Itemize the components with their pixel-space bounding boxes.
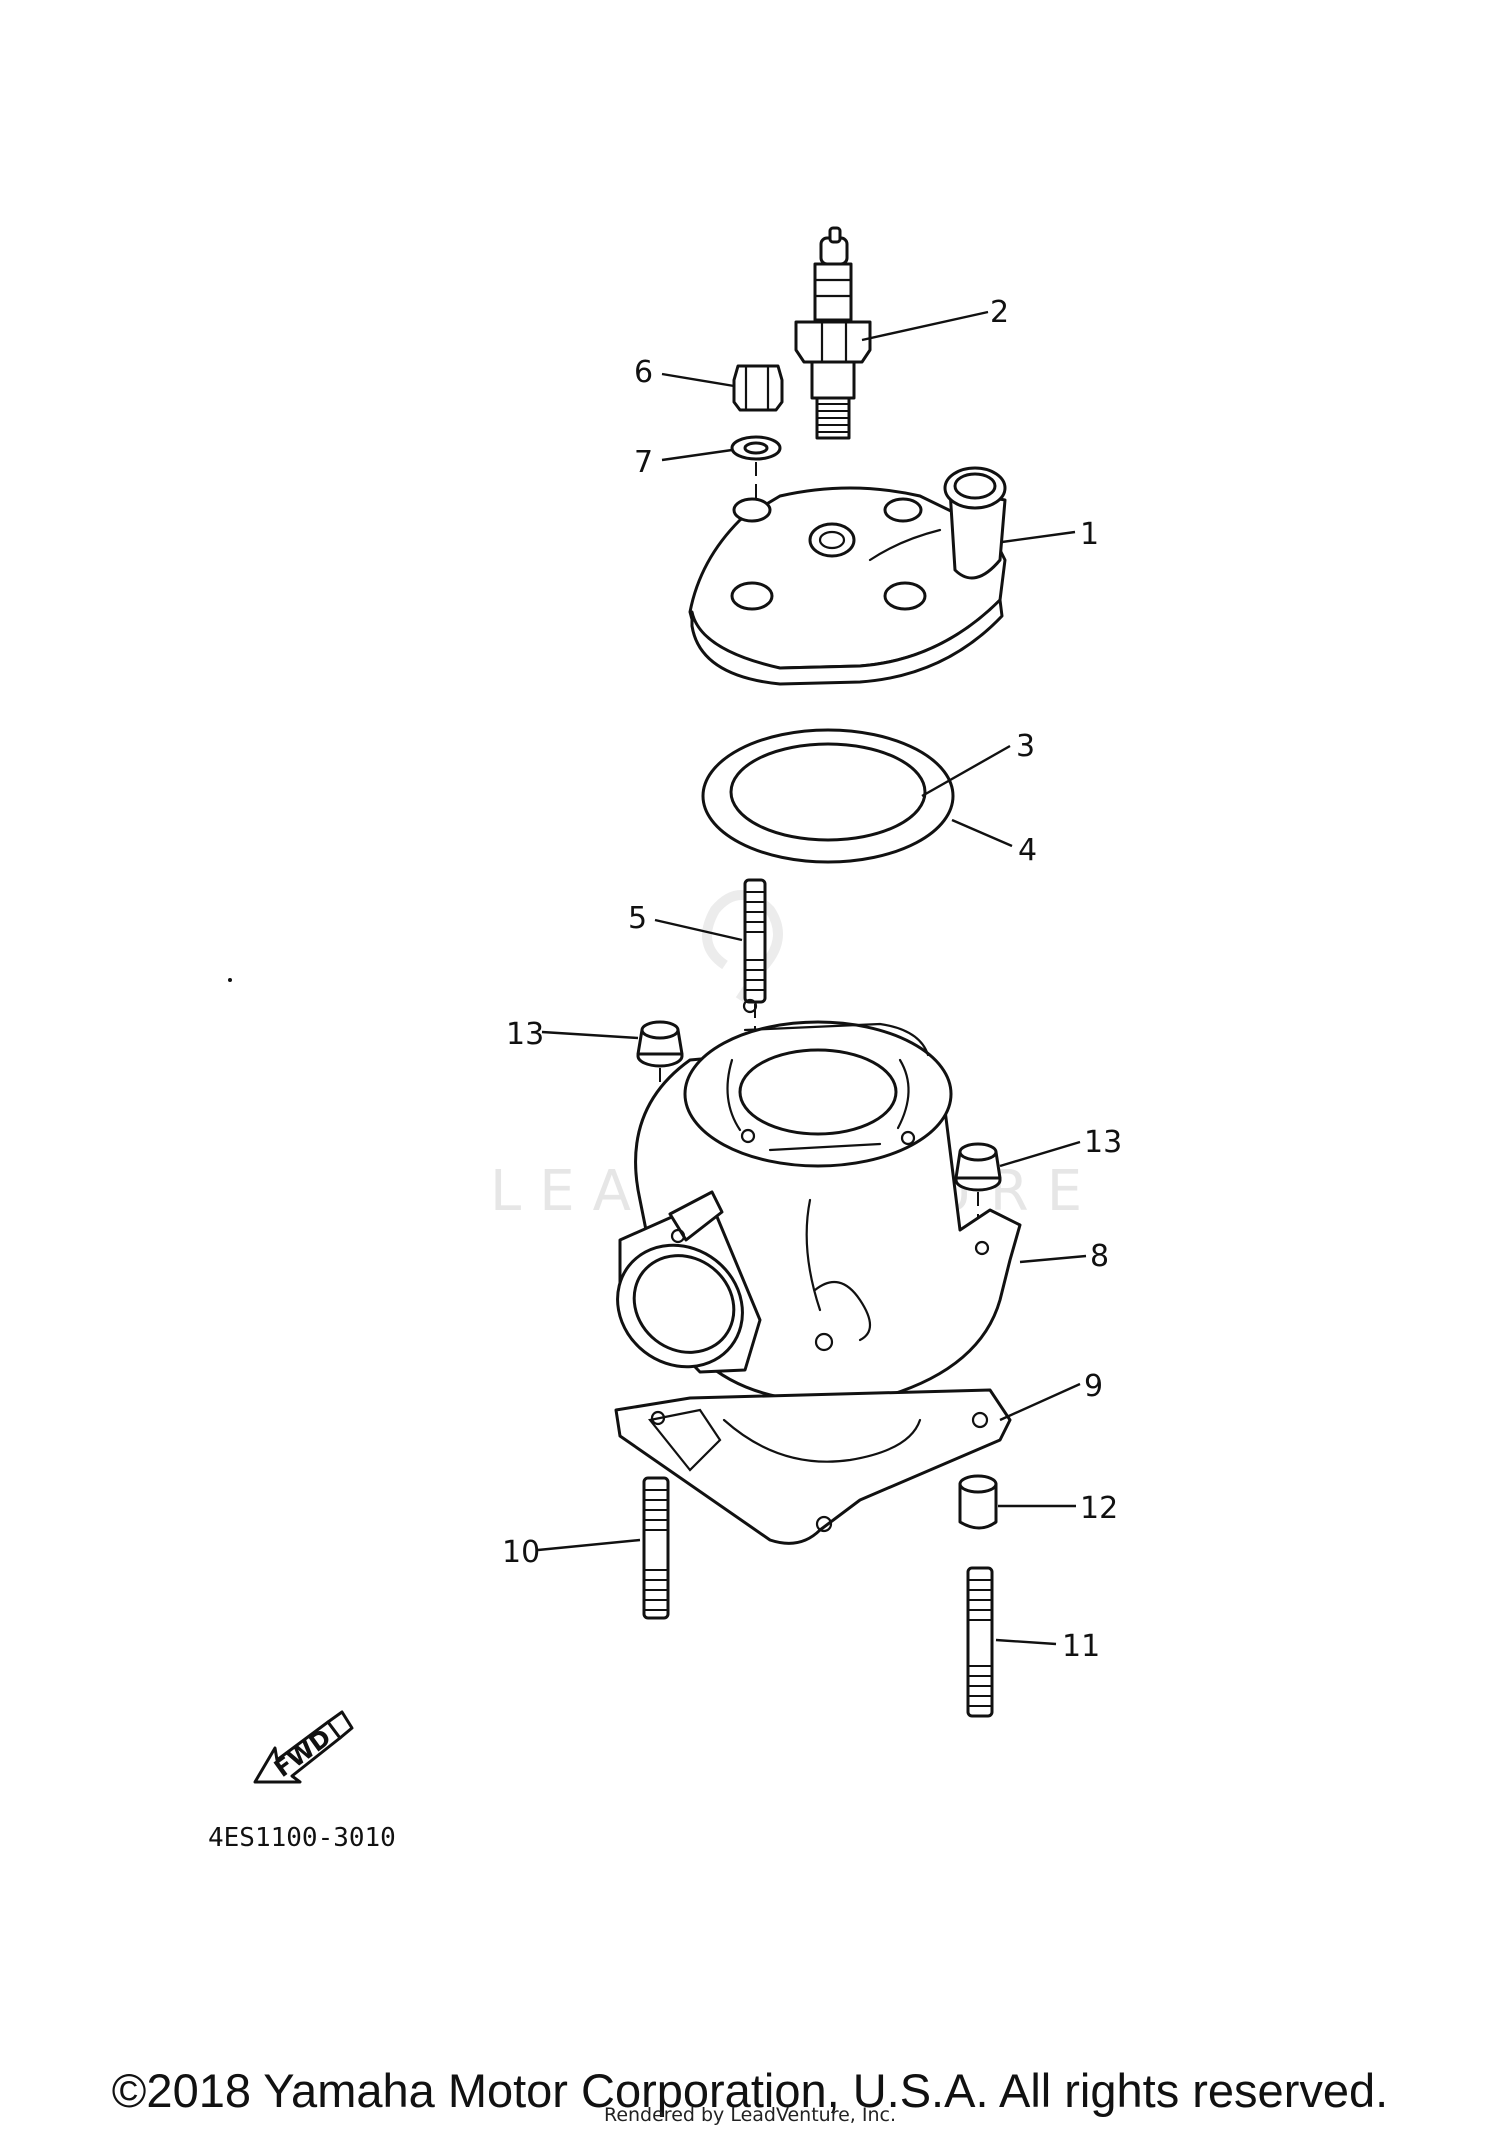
part-10-stud[interactable] — [642, 1476, 670, 1620]
callout-4[interactable]: 4 — [1018, 833, 1037, 868]
callout-10[interactable]: 10 — [502, 1535, 540, 1570]
callout-12[interactable]: 12 — [1080, 1491, 1118, 1526]
copyright-notice: ©2018 Yamaha Motor Corporation, U.S.A. A… — [111, 2064, 1389, 2117]
leader-lines — [537, 310, 1087, 1646]
part-11-stud[interactable] — [966, 1566, 994, 1718]
part-2-spark-plug[interactable] — [794, 226, 872, 440]
callout-numbers: 2 6 7 1 3 4 5 13 13 8 9 12 10 11 — [502, 295, 1122, 1664]
callout-2[interactable]: 2 — [990, 295, 1009, 330]
diagram-code: 4ES1100-3010 — [208, 1823, 396, 1853]
part-3-4-gasket-rings[interactable] — [701, 728, 955, 864]
part-1-cylinder-head[interactable] — [688, 466, 1007, 686]
callout-7[interactable]: 7 — [634, 445, 653, 480]
part-6-nut[interactable] — [732, 364, 784, 412]
callout-8[interactable]: 8 — [1090, 1239, 1109, 1274]
stray-mark — [228, 978, 232, 982]
part-9-base-gasket[interactable] — [614, 1388, 1012, 1545]
callout-13-right[interactable]: 13 — [1084, 1125, 1122, 1160]
part-13-nut-right[interactable] — [954, 1142, 1002, 1240]
part-7-washer[interactable] — [730, 435, 782, 500]
part-5-stud[interactable] — [743, 878, 767, 1030]
part-8-cylinder[interactable] — [593, 998, 1022, 1402]
callout-13-left[interactable]: 13 — [506, 1017, 544, 1052]
rendered-by-notice: Rendered by LeadVenture, Inc. — [603, 2104, 897, 2126]
callout-9[interactable]: 9 — [1084, 1369, 1103, 1404]
callout-3[interactable]: 3 — [1016, 729, 1035, 764]
callout-5[interactable]: 5 — [628, 901, 647, 936]
callout-6[interactable]: 6 — [634, 355, 653, 390]
part-12-dowel-pin[interactable] — [958, 1474, 998, 1530]
fwd-arrow-icon: FWD — [253, 1710, 354, 1784]
callout-11[interactable]: 11 — [1062, 1629, 1100, 1664]
fwd-label: FWD — [269, 1723, 336, 1783]
callout-1[interactable]: 1 — [1080, 517, 1099, 552]
